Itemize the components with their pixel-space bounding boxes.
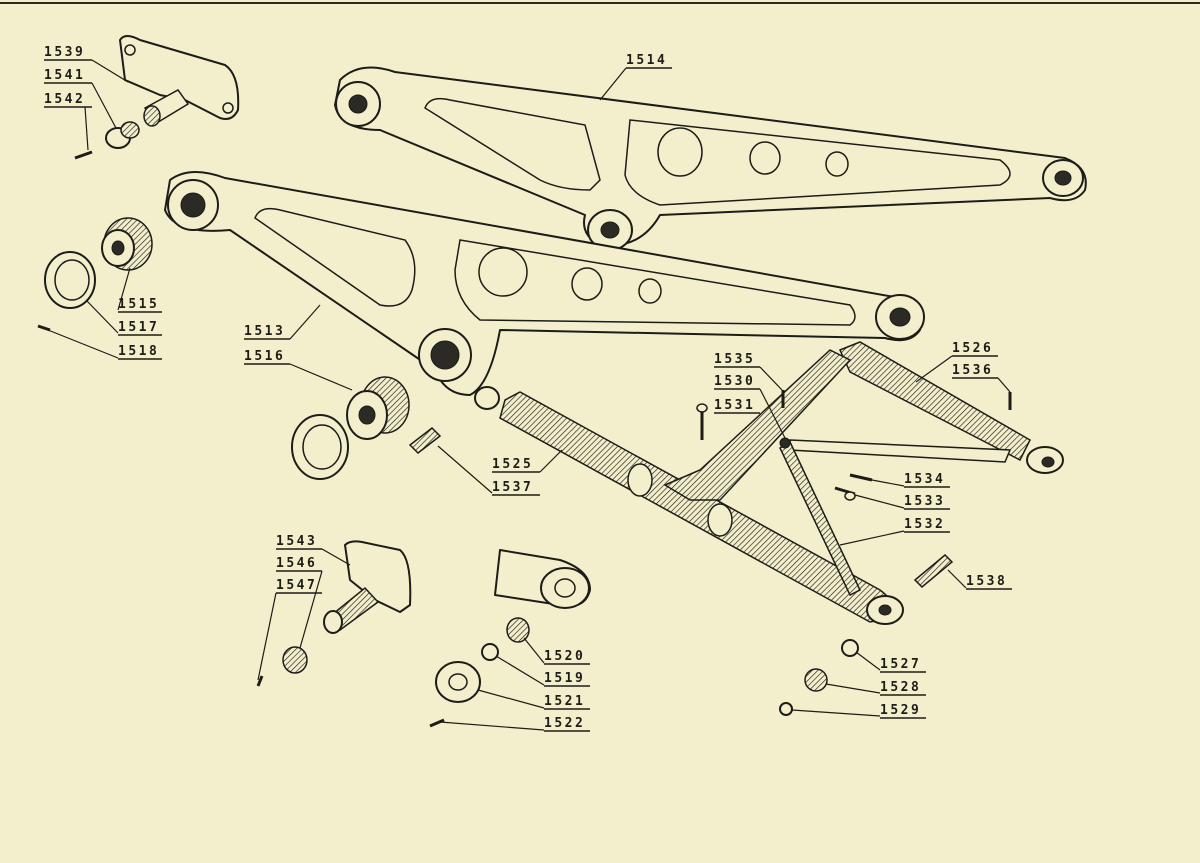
callout-1532: 1532 <box>839 517 950 546</box>
label-1543: 1543 <box>276 534 317 549</box>
label-1528: 1528 <box>880 680 921 695</box>
callout-1520: 1520 <box>523 637 590 665</box>
label-1533: 1533 <box>904 494 945 509</box>
label-1520: 1520 <box>544 649 585 664</box>
callout-1541: 1541 <box>44 68 117 129</box>
label-1547: 1547 <box>276 578 317 593</box>
label-1521: 1521 <box>544 694 585 709</box>
callout-1525: 1525 <box>492 449 563 473</box>
label-1542: 1542 <box>44 92 85 107</box>
callout-1533: 1533 <box>854 494 950 510</box>
label-1517: 1517 <box>118 320 159 335</box>
callout-1538: 1538 <box>947 569 1012 590</box>
callout-1534: 1534 <box>871 472 950 488</box>
tube-frame-drawing <box>499 341 1064 625</box>
label-1539: 1539 <box>44 45 85 60</box>
callout-1546: 1546 <box>276 556 323 649</box>
callout-1536: 1536 <box>952 363 1011 393</box>
callout-1543: 1543 <box>276 534 351 566</box>
callout-1539: 1539 <box>44 45 129 83</box>
callout-1542: 1542 <box>44 92 92 151</box>
callout-1529: 1529 <box>791 703 926 719</box>
callout-1547: 1547 <box>257 578 322 681</box>
label-1530: 1530 <box>714 374 755 389</box>
label-1537: 1537 <box>492 480 533 495</box>
callout-1519: 1519 <box>495 655 590 687</box>
lower-swing-arm-drawing <box>164 171 925 410</box>
label-1526: 1526 <box>952 341 993 356</box>
callout-1516: 1516 <box>244 349 353 391</box>
callout-1513: 1513 <box>244 304 321 340</box>
label-1531: 1531 <box>714 398 755 413</box>
label-1529: 1529 <box>880 703 921 718</box>
label-1513: 1513 <box>244 324 285 339</box>
label-1514: 1514 <box>626 53 667 68</box>
label-1525: 1525 <box>492 457 533 472</box>
label-1515: 1515 <box>118 297 159 312</box>
label-1518: 1518 <box>118 344 159 359</box>
callout-1518: 1518 <box>47 329 162 360</box>
callout-1517: 1517 <box>85 299 162 336</box>
label-1519: 1519 <box>544 671 585 686</box>
label-1538: 1538 <box>966 574 1007 589</box>
callout-1530: 1530 <box>714 374 786 439</box>
label-1532: 1532 <box>904 517 945 532</box>
label-1536: 1536 <box>952 363 993 378</box>
callout-1526: 1526 <box>915 341 998 383</box>
callout-1514: 1514 <box>599 53 672 101</box>
loose-parts-drawing <box>37 35 1012 728</box>
page-top-rule <box>0 2 1200 4</box>
label-1546: 1546 <box>276 556 317 571</box>
callout-1515: 1515 <box>117 267 162 313</box>
callout-1535: 1535 <box>714 352 783 391</box>
label-1534: 1534 <box>904 472 945 487</box>
label-1522: 1522 <box>544 716 585 731</box>
label-1535: 1535 <box>714 352 755 367</box>
label-1541: 1541 <box>44 68 85 83</box>
callout-1521: 1521 <box>477 689 590 710</box>
label-1516: 1516 <box>244 349 285 364</box>
callout-1527: 1527 <box>855 651 926 673</box>
upper-swing-arm-drawing <box>334 66 1087 251</box>
callout-1522: 1522 <box>439 716 590 732</box>
callout-1531: 1531 <box>714 398 760 414</box>
label-1527: 1527 <box>880 657 921 672</box>
callout-1528: 1528 <box>825 680 926 696</box>
callout-1537: 1537 <box>437 445 540 496</box>
